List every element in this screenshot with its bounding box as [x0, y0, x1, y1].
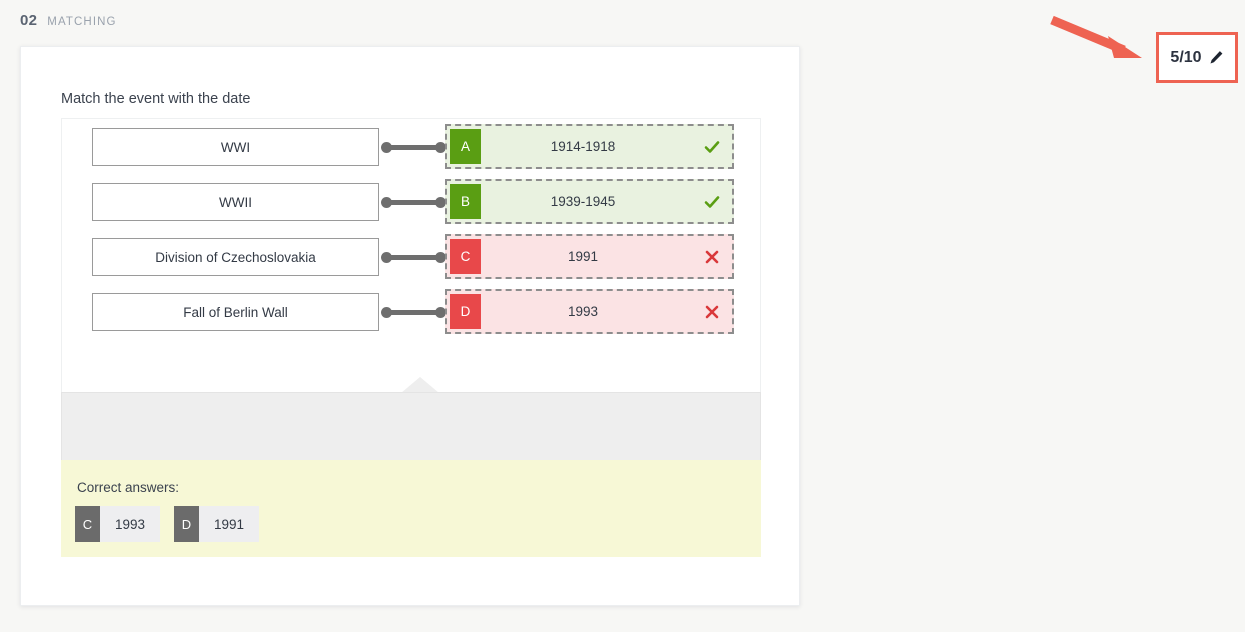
answer-box[interactable]: A 1914-1918 — [445, 124, 734, 169]
answer-letter-tag: D — [450, 294, 481, 329]
answer-letter-tag: C — [450, 239, 481, 274]
question-number: 02 — [20, 12, 38, 29]
question-header: 02 MATCHING — [20, 12, 117, 29]
cross-icon — [705, 250, 719, 263]
table-row: WWII B 1939-1945 — [62, 174, 762, 229]
chip-value: 1991 — [199, 506, 259, 542]
table-row: Fall of Berlin Wall D 1993 — [62, 284, 762, 339]
matching-rows: WWI A 1914-1918 WWII — [62, 119, 762, 339]
chip-letter: D — [174, 506, 199, 542]
drop-zone[interactable] — [61, 392, 761, 472]
table-row: Division of Czechoslovakia C 1991 — [62, 229, 762, 284]
table-row: WWI A 1914-1918 — [62, 119, 762, 174]
check-icon — [704, 195, 720, 208]
event-box[interactable]: WWI — [92, 128, 379, 166]
answer-value: 1914-1918 — [550, 139, 616, 154]
answer-box[interactable]: B 1939-1945 — [445, 179, 734, 224]
question-prompt: Match the event with the date — [61, 91, 251, 107]
event-box[interactable]: Fall of Berlin Wall — [92, 293, 379, 331]
answer-value: 1939-1945 — [550, 194, 616, 209]
matching-panel: WWI A 1914-1918 WWII — [61, 118, 761, 393]
connector-line-icon — [381, 307, 446, 318]
connector-line-icon — [381, 197, 446, 208]
event-box[interactable]: WWII — [92, 183, 379, 221]
list-item: D 1991 — [174, 506, 259, 542]
cross-icon — [705, 305, 719, 318]
connector-line-icon — [381, 142, 446, 153]
list-item: C 1993 — [75, 506, 160, 542]
score-badge[interactable]: 5/10 — [1156, 32, 1238, 83]
connector-line-icon — [381, 252, 446, 263]
event-box[interactable]: Division of Czechoslovakia — [92, 238, 379, 276]
answer-box[interactable]: C 1991 — [445, 234, 734, 279]
correct-answers-title: Correct answers: — [77, 480, 180, 495]
answer-value: 1991 — [567, 249, 599, 264]
question-card: Match the event with the date WWI A 1914… — [20, 46, 800, 606]
chip-letter: C — [75, 506, 100, 542]
correct-answers-list: C 1993 D 1991 — [75, 506, 259, 542]
answer-box[interactable]: D 1993 — [445, 289, 734, 334]
question-type-label: MATCHING — [47, 16, 117, 28]
answer-letter-tag: B — [450, 184, 481, 219]
answer-value: 1993 — [567, 304, 599, 319]
correct-answers-panel: Correct answers: C 1993 D 1991 — [61, 460, 761, 557]
answer-letter-tag: A — [450, 129, 481, 164]
check-icon — [704, 140, 720, 153]
drop-zone-pointer-icon — [401, 377, 439, 393]
arrow-annotation-icon — [1050, 15, 1142, 58]
score-value: 5/10 — [1170, 48, 1202, 66]
chip-value: 1993 — [100, 506, 160, 542]
pencil-icon[interactable] — [1209, 50, 1224, 65]
